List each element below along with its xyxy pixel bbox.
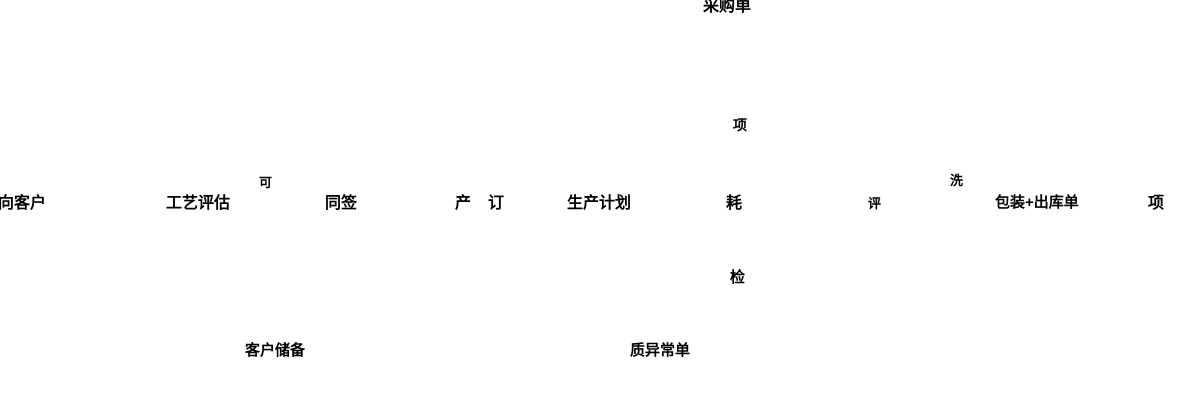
flow-node-order-fragment: 订 (488, 195, 505, 212)
flow-node-review-fragment: 评 (868, 196, 882, 211)
flow-node-process-evaluation: 工艺评估 (166, 195, 231, 212)
flow-node-customer-intent: 向客户 (0, 195, 47, 212)
flow-node-customer-reserve: 客户储备 (245, 342, 306, 359)
flow-node-production-plan: 生产计划 (567, 195, 632, 212)
flow-node-production-fragment: 产 (455, 195, 472, 212)
flow-node-cleaning-fragment: 洗 (950, 173, 964, 188)
flow-node-packing-outbound: 包装+出库单 (995, 194, 1079, 211)
flow-node-approval-fragment: 可 (259, 175, 273, 190)
flow-node-inspection-fragment: 检 (730, 269, 746, 286)
flow-node-quality-exception: 质异常单 (630, 342, 691, 359)
flow-node-consumption-fragment: 耗 (726, 195, 743, 212)
flow-node-contract-sign: 同签 (325, 195, 358, 212)
flow-node-purchase-order: 采购单 (702, 0, 751, 15)
flow-node-mid-upper-fragment: 项 (733, 117, 747, 133)
flow-node-right-edge-fragment: 项 (1148, 195, 1165, 212)
